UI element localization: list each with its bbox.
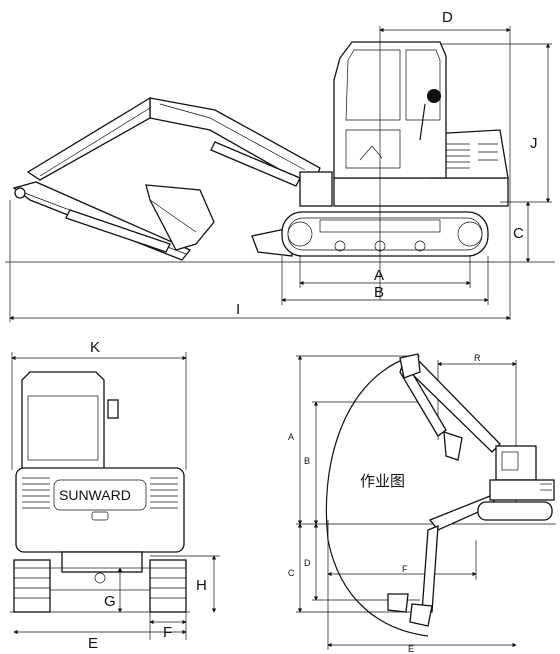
wr-dim-label-b: B <box>304 456 310 466</box>
track-side <box>281 211 489 257</box>
mini-excavator <box>477 445 555 521</box>
dim-label-g: G <box>104 593 116 610</box>
side-view: D J C A B I <box>5 9 555 322</box>
front-cab <box>21 371 119 471</box>
dim-label-c: C <box>513 225 524 242</box>
arm-pose-raised <box>399 353 501 461</box>
front-undercarriage <box>13 551 187 613</box>
front-left-grille <box>22 477 50 509</box>
counterweight <box>15 467 185 553</box>
wr-dim-label-c: C <box>288 568 295 578</box>
front-dimension-lines <box>10 555 220 640</box>
operator-head-icon <box>427 89 441 103</box>
side-dimension-lines <box>9 26 552 322</box>
working-range-envelope <box>325 355 429 637</box>
dim-label-j: J <box>530 135 538 152</box>
dipper-arm <box>12 181 192 261</box>
dim-label-e: E <box>88 635 98 652</box>
wr-dim-label-a: A <box>288 432 294 442</box>
upper-structure <box>299 129 509 207</box>
dim-label-b: B <box>374 284 384 301</box>
dim-label-i: I <box>236 301 240 318</box>
dim-label-f: F <box>163 624 172 641</box>
dim-label-k: K <box>90 339 100 356</box>
working-range-diagram: 作业图 R A B C D F E <box>288 353 556 654</box>
bucket-raised <box>145 184 215 251</box>
dim-label-r: R <box>474 353 481 363</box>
working-range-title: 作业图 <box>360 472 405 490</box>
dim-label-d: D <box>442 9 453 26</box>
front-view: K <box>10 339 220 652</box>
wr-dim-label-e: E <box>408 644 414 654</box>
cab <box>333 41 447 179</box>
front-right-grille <box>150 477 178 509</box>
wr-dim-label-d: D <box>304 558 311 568</box>
dim-label-h: H <box>196 577 207 594</box>
wr-dim-label-f: F <box>402 564 408 574</box>
dim-label-a: A <box>374 267 384 284</box>
brand-logo-text: SUNWARD <box>59 487 131 503</box>
boom-arm <box>26 96 321 189</box>
